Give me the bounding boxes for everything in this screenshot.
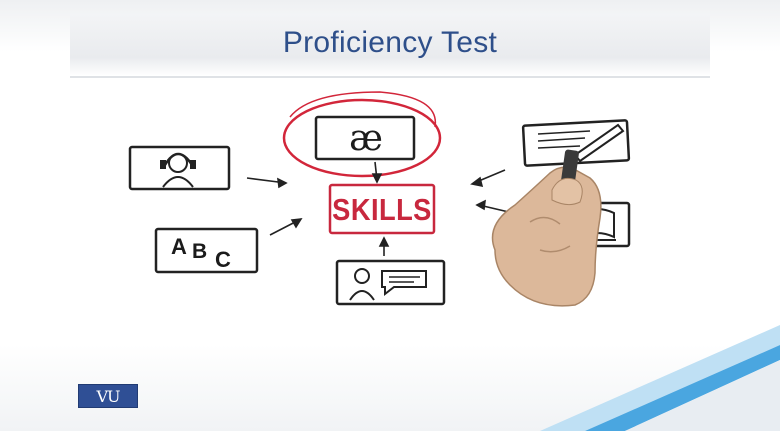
drawing-hand-icon bbox=[491, 149, 602, 307]
skills-box bbox=[328, 183, 436, 235]
speaking-speech-bubble-icon bbox=[335, 259, 446, 306]
alphabet-abc-icon bbox=[154, 227, 259, 274]
slide-title: Proficiency Test bbox=[282, 26, 498, 59]
skills-label: SKILLS bbox=[332, 192, 432, 227]
headphones-listener-icon bbox=[128, 145, 231, 191]
phonetic-ae-icon bbox=[282, 91, 442, 178]
phonetic-symbol-label: æ bbox=[349, 117, 383, 159]
title-bar: Proficiency Test bbox=[70, 14, 710, 78]
abc-letter-b: B bbox=[192, 240, 208, 263]
abc-letter-a: A bbox=[171, 234, 187, 259]
vu-logo: VU bbox=[78, 384, 138, 408]
corner-stripe-decoration bbox=[540, 325, 780, 431]
abc-letter-c: C bbox=[215, 247, 231, 272]
